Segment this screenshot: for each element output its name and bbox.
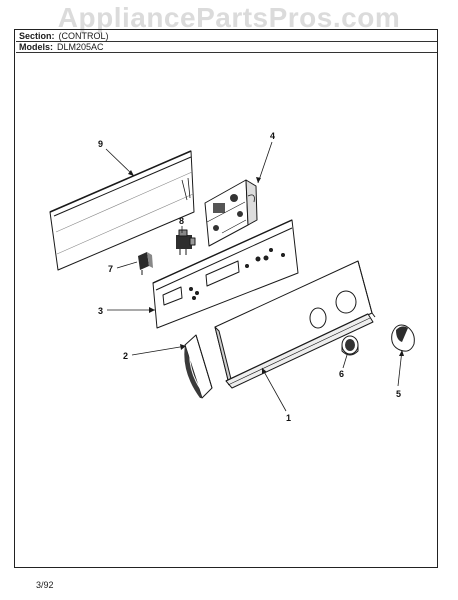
date-code: 3/92	[36, 580, 54, 590]
leader-4	[257, 141, 273, 184]
leader-7	[116, 261, 138, 269]
part-5-knob	[391, 324, 415, 352]
leader-6	[342, 354, 348, 369]
callout-8: 8	[179, 216, 184, 226]
part-4-timer-bracket	[204, 179, 258, 247]
leader-2	[131, 345, 187, 356]
leader-9	[105, 148, 135, 177]
callout-6: 6	[339, 369, 344, 379]
section-row: Section:(CONTROL)	[19, 31, 109, 41]
part-9-rear-panel	[49, 150, 195, 271]
header-divider-bottom	[16, 52, 437, 53]
part-2-end-cap	[184, 334, 213, 399]
part-7-switch	[138, 252, 153, 275]
diagram-header: Section:(CONTROL) Models:DLM205AC	[16, 30, 437, 53]
section-value: (CONTROL)	[58, 31, 109, 41]
diagram-frame	[14, 29, 438, 568]
header-divider	[16, 41, 437, 42]
callout-9: 9	[98, 139, 103, 149]
part-6-knob	[341, 335, 359, 356]
watermark: AppliancePartsPros.com	[57, 2, 401, 33]
part-3-panel-plate	[152, 219, 299, 329]
callout-5: 5	[396, 389, 401, 399]
models-value: DLM205AC	[57, 42, 104, 52]
callout-3: 3	[98, 306, 103, 316]
callout-4: 4	[270, 131, 275, 141]
callout-7: 7	[108, 264, 113, 274]
part-8-switch	[176, 229, 196, 255]
callout-2: 2	[123, 351, 128, 361]
section-label: Section:	[19, 31, 55, 41]
models-row: Models:DLM205AC	[19, 42, 104, 52]
leader-1	[261, 367, 287, 412]
models-label: Models:	[19, 42, 54, 52]
callout-1: 1	[286, 413, 291, 423]
